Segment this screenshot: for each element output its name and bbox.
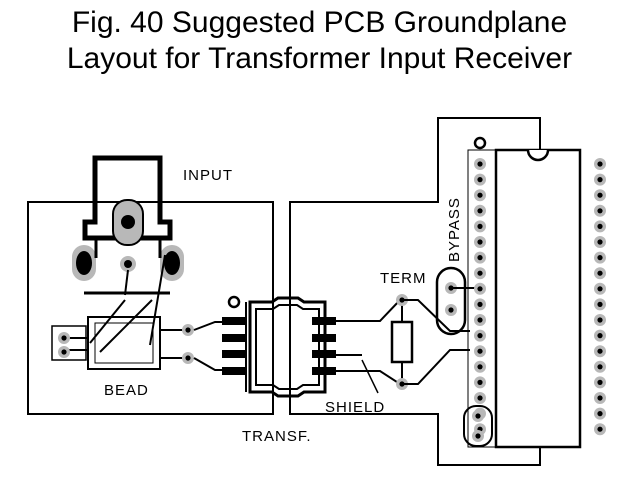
jumper-outline: [463, 405, 493, 447]
ic-right-pin-14: [594, 360, 606, 373]
label-input: INPUT: [183, 167, 233, 184]
ic-left-pin-7: [474, 251, 486, 264]
ic-right-pin-8: [594, 267, 606, 280]
ic-right-pin-5: [594, 220, 606, 233]
bead-inner: [94, 322, 154, 364]
ic-left-pin-8: [474, 267, 486, 280]
ic-left-pin-4: [474, 204, 486, 217]
ic-left-pin-13: [474, 345, 486, 358]
ic-right-pin-1: [594, 158, 606, 170]
transformer-pad-r2: [312, 334, 336, 342]
ic-right-pin-10: [594, 298, 606, 311]
label-shield: SHIELD: [325, 399, 385, 416]
ic-socket-left-frame: [467, 149, 497, 448]
input-connector-right-hole: [164, 251, 180, 275]
ic-right-pin-9: [594, 282, 606, 295]
transformer-outline-inner: [255, 304, 320, 390]
label-term: TERM: [380, 270, 427, 287]
ic-pin1-marker: [473, 136, 487, 150]
transformer-pad-l2: [222, 334, 246, 342]
ic-left-pin-15: [474, 376, 486, 389]
input-connector-mid-hole: [124, 260, 132, 268]
transformer-outline-outer: [248, 296, 327, 398]
transformer-pad-l4: [222, 367, 246, 375]
ic-right-pin-17: [594, 407, 606, 420]
ic-right-pin-4: [594, 204, 606, 217]
transformer-pad-r4: [312, 367, 336, 375]
ic-left-pin-3: [474, 189, 486, 202]
label-bypass: BYPASS: [446, 197, 463, 262]
ic-left-pin-10: [474, 298, 486, 311]
term-resistor-body: [390, 320, 414, 364]
ic-right-pin-3: [594, 189, 606, 202]
bypass-capacitor-outline: [435, 266, 467, 336]
left-groundplane: [27, 201, 274, 415]
ic-right-pin-16: [594, 392, 606, 404]
figure-title-line-1: Fig. 40 Suggested PCB Groundplane: [71, 6, 568, 39]
ic-body: [494, 148, 582, 449]
ic-right-pin-11: [594, 314, 606, 326]
bead-right-pad-bottom: [182, 352, 194, 364]
ic-right-pin-18: [594, 423, 606, 436]
trace-term-to-ic-bottom: [402, 349, 470, 385]
bead-right-pad-top: [182, 324, 194, 336]
label-bead: BEAD: [104, 382, 149, 399]
ic-right-pin-6: [594, 236, 606, 248]
transformer-pad-l1: [222, 317, 246, 325]
transformer-pad-l3: [222, 350, 246, 358]
bead-left-pad-bottom: [58, 346, 70, 358]
transformer-pin1-marker: [227, 295, 241, 309]
ic-left-pin-11: [474, 314, 486, 326]
bead-trace-3: [99, 299, 153, 353]
bypass-pad-bottom: [445, 304, 457, 316]
label-transf: TRANSF.: [242, 428, 312, 445]
shield-leader: [361, 359, 379, 394]
ic-left-pin-2: [474, 173, 486, 186]
input-connector-outline: [82, 155, 173, 241]
transformer-pad-r1: [312, 317, 336, 325]
ic-right-pins: [594, 158, 606, 436]
bead-trace-1: [124, 269, 129, 296]
ic-right-pin-15: [594, 376, 606, 389]
bead-trace-2: [89, 299, 126, 344]
transformer-pad-r3: [312, 350, 336, 358]
ic-left-pin-9: [474, 282, 486, 295]
bead-body: [87, 316, 161, 370]
bead-left-pad-top: [58, 332, 70, 344]
figure-title-line-2: Layout for Transformer Input Receiver: [66, 42, 573, 75]
trace-transformer-to-term-top: [336, 299, 401, 322]
jumper-pad-top: [472, 410, 484, 422]
jumper-pad-bottom: [472, 430, 484, 442]
ic-left-pin-12: [474, 329, 486, 342]
ic-notch: [526, 149, 550, 162]
ic-left-pins: [474, 158, 486, 436]
ic-left-pin-14: [474, 360, 486, 373]
ic-right-pin-2: [594, 173, 606, 186]
right-groundplane: [289, 117, 541, 466]
ic-right-pin-13: [594, 345, 606, 358]
ic-right-pin-7: [594, 251, 606, 264]
bead-left-pad-block: [51, 325, 87, 361]
ic-left-pin-16: [474, 392, 486, 404]
ic-left-pin-6: [474, 236, 486, 248]
bead-trace-4: [149, 254, 166, 346]
input-connector-left-hole: [76, 251, 92, 275]
ic-right-pin-12: [594, 329, 606, 342]
input-connector-center-hole: [121, 215, 135, 229]
ic-left-pin-5: [474, 220, 486, 233]
ic-left-pin-1: [474, 158, 486, 170]
trace-transformer-to-term-bottom: [336, 370, 401, 385]
